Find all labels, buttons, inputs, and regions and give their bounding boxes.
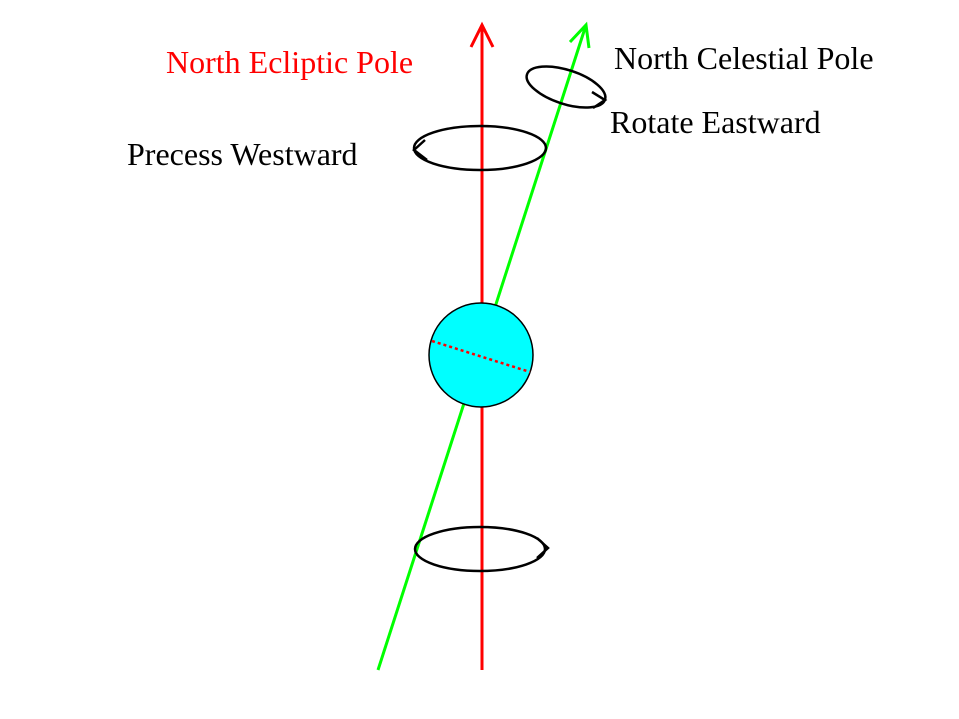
precession-arrowhead [412,139,428,161]
celestial-axis-arrowhead [568,21,591,49]
ecliptic-pole-label: North Ecliptic Pole [166,44,413,80]
celestial-pole-label: North Celestial Pole [614,40,874,76]
rotate-label: Rotate Eastward [610,104,821,140]
precession-circle-lower [413,525,550,573]
rotation-circle [525,65,608,110]
earth [428,302,534,408]
earth-equator [431,339,531,374]
earth-globe [428,302,534,408]
rotation-arrowhead [591,90,608,110]
precession-lower-arrowhead [536,537,550,559]
precess-label: Precess Westward [127,136,358,172]
ecliptic-axis-arrowhead [469,21,495,48]
precession-circle-upper [412,124,548,172]
